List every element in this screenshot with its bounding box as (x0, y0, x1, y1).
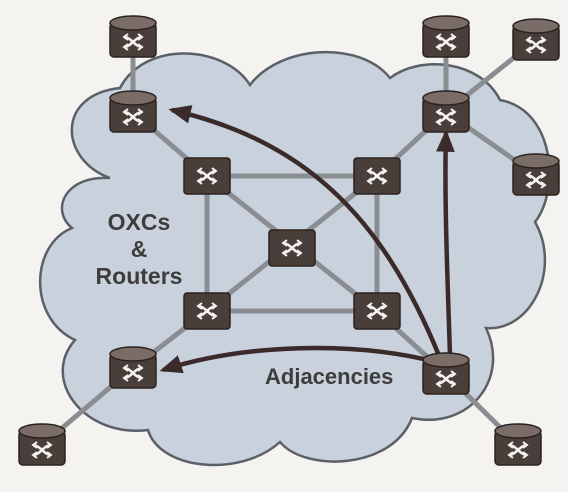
router-node-6 (512, 153, 560, 196)
oxc-node-5 (353, 292, 401, 330)
router-node-10 (494, 423, 542, 466)
router-node-4 (109, 90, 157, 133)
cluster-label-line-1: OXCs (107, 209, 171, 235)
router-nodes (18, 15, 560, 466)
oxc-node-2 (353, 157, 401, 195)
adjacencies-label: Adjacencies (265, 364, 394, 389)
adjacency-arrow-to-r4 (168, 105, 443, 359)
router-node-1 (109, 15, 157, 58)
oxc-node-1 (183, 157, 231, 195)
router-node-5 (422, 90, 470, 133)
cluster-label: OXCs & Routers (84, 209, 194, 290)
router-node-7 (109, 346, 157, 389)
router-node-3 (512, 18, 560, 61)
oxc-node-3 (268, 229, 316, 267)
oxc-nodes (183, 157, 401, 330)
router-node-2 (422, 15, 470, 58)
adjacency-arrows (159, 105, 455, 374)
router-node-9 (18, 423, 66, 466)
oxc-node-4 (183, 292, 231, 330)
router-node-8 (422, 352, 470, 395)
adjacency-arrow-to-r7 (159, 345, 437, 374)
cluster-label-line-3: Routers (95, 263, 183, 289)
cluster-label-line-2: & (130, 236, 148, 262)
adjacency-arrow-to-r5 (436, 129, 455, 357)
